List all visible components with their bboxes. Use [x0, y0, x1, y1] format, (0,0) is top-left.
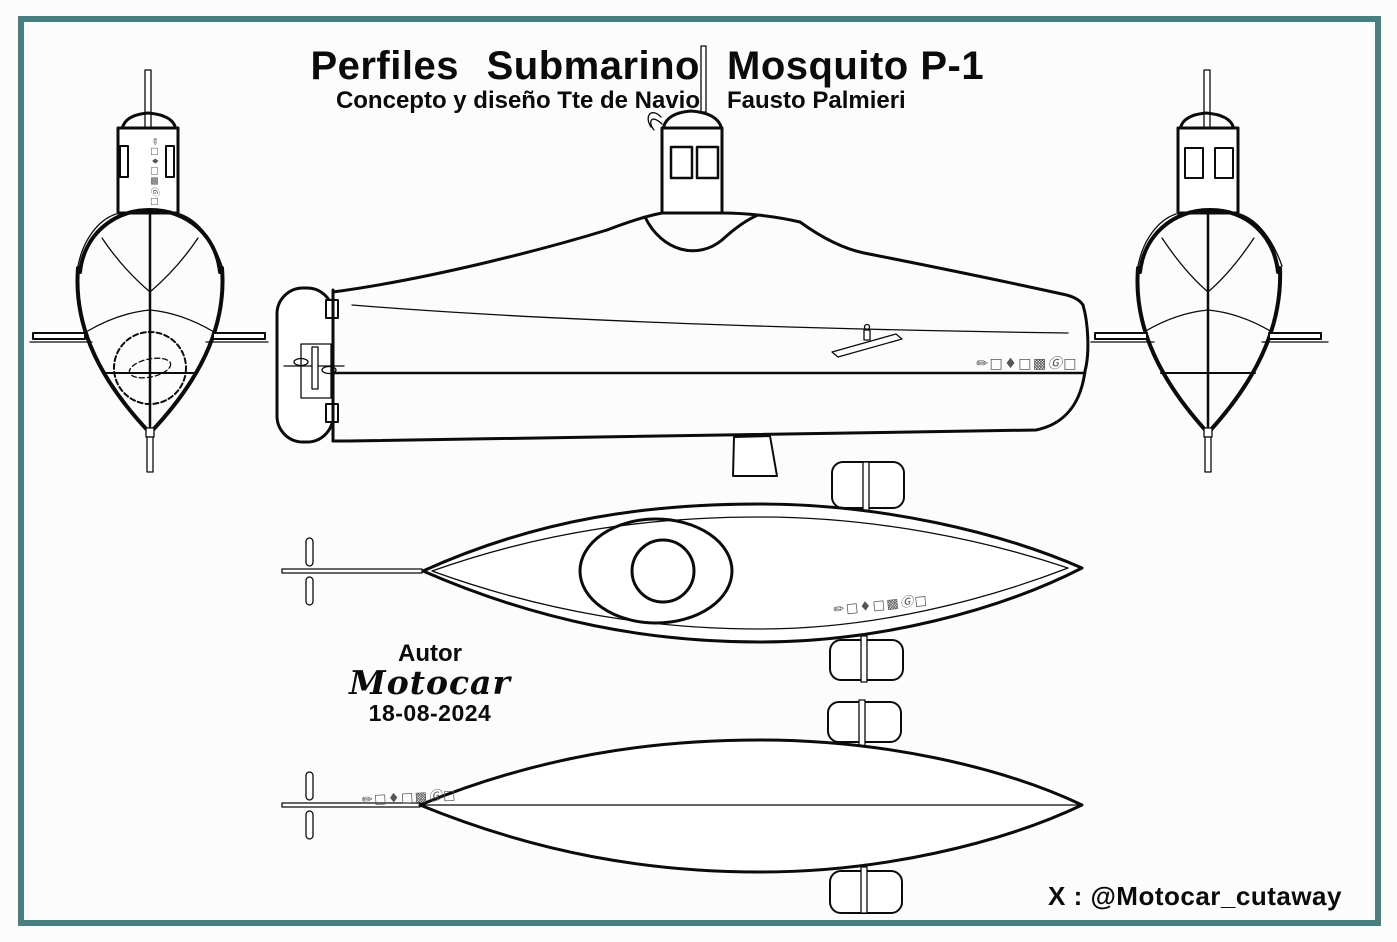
hull-fairing — [77, 213, 117, 267]
sail-window — [1214, 147, 1234, 179]
sail-window — [1184, 147, 1204, 179]
starboard-plane — [1268, 332, 1322, 340]
sail-window — [165, 145, 175, 178]
bow-plane-slot — [860, 866, 868, 914]
sail — [1176, 126, 1240, 215]
propeller-blade — [311, 346, 319, 390]
social-handle: X : @Motocar_cutaway — [1048, 881, 1342, 911]
propeller-blade — [305, 771, 314, 801]
bow-plane-slot — [862, 461, 870, 515]
author-label: Autor — [398, 640, 462, 667]
propeller-blade — [293, 357, 309, 367]
bow-view: ✏□♦□▩Ⓖ□ — [29, 69, 269, 473]
page-title-left: Perfiles Submarino — [310, 44, 700, 88]
hull-outline — [421, 502, 1084, 644]
page-subtitle-left: Concepto y diseño Tte de Navio — [335, 87, 700, 114]
periscope-mast — [1203, 69, 1211, 129]
hull-contour — [1161, 237, 1209, 293]
rudder-stub — [145, 427, 155, 438]
hydroplane-blade — [831, 333, 903, 358]
sail-dome — [661, 109, 724, 132]
starboard-plane — [212, 332, 266, 340]
hull-contour — [149, 237, 199, 293]
hydroplane-pin — [863, 323, 871, 331]
bow-plane-slot — [860, 635, 868, 683]
hull-marking: ✏□♦□▩Ⓖ□ — [361, 788, 457, 808]
propeller-shaft — [281, 568, 423, 574]
rudder-stub — [1203, 427, 1213, 438]
author-block: Autor Motocar 18-08-2024 — [340, 641, 520, 725]
hull-topline — [331, 211, 664, 294]
hull-fairing — [1239, 213, 1283, 267]
stern-view — [1090, 69, 1329, 473]
author-signature: Motocar — [349, 663, 511, 703]
hull-outline — [1138, 208, 1280, 274]
sail-window — [695, 145, 720, 180]
sail-fairing-scallop — [643, 213, 760, 253]
hull-outline — [418, 738, 1084, 874]
sail-footprint — [578, 517, 734, 625]
bow-face — [1081, 303, 1090, 373]
hull-outline — [78, 208, 222, 274]
page-subtitle-right: Fausto Palmieri — [727, 87, 906, 114]
periscope-mast — [144, 69, 152, 129]
sail-dome — [120, 111, 178, 132]
hull-contour — [101, 237, 151, 293]
propeller-housing — [300, 343, 332, 399]
hull-marking: ✏□♦□▩Ⓖ□ — [976, 356, 1078, 372]
propeller-blade — [305, 810, 314, 840]
periscope-mast — [700, 45, 707, 113]
hydroplane-hub — [863, 329, 871, 341]
author-date: 18-08-2024 — [368, 699, 492, 726]
port-plane — [1094, 332, 1148, 340]
sail-window — [119, 145, 129, 178]
propeller-blade — [305, 537, 314, 567]
hull-contour — [1207, 237, 1255, 293]
hull-contour — [1143, 309, 1273, 333]
sail-dome — [1178, 111, 1236, 132]
sail-marking: ✏□♦□▩Ⓖ□ — [149, 138, 160, 207]
propeller-blade — [305, 576, 314, 606]
hull-topline — [798, 220, 1085, 307]
keel-fin — [732, 435, 778, 477]
porthole — [113, 331, 187, 405]
lower-rudder — [146, 436, 154, 473]
propeller-blade — [321, 365, 337, 375]
deck-line — [351, 304, 1069, 334]
bow-plane-slot — [858, 699, 866, 747]
sail-window — [669, 145, 694, 180]
port-plane — [32, 332, 86, 340]
hatch — [630, 538, 696, 604]
lower-rudder — [1204, 436, 1212, 473]
hull-topline — [720, 211, 802, 224]
sail-antenna — [647, 112, 663, 131]
hull-fairing — [1137, 213, 1177, 267]
bottom-view: ✏□♦□▩Ⓖ□ — [281, 699, 1084, 914]
hull-contour — [85, 309, 215, 333]
page-title-right: Mosquito P-1 — [727, 44, 985, 88]
hull-bottomline — [331, 369, 1087, 443]
side-view: ✏□♦□▩Ⓖ□ — [275, 45, 1090, 477]
top-view: ✏□♦□▩Ⓖ□ — [281, 461, 1084, 683]
